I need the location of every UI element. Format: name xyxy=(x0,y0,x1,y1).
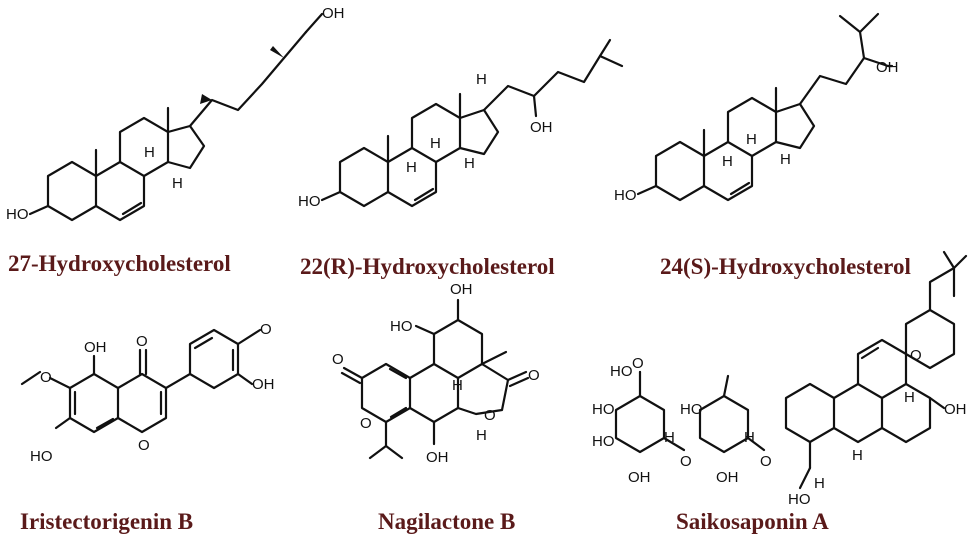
ho-label: HO xyxy=(610,363,633,380)
ho-label: HO xyxy=(592,401,615,418)
structure-24s-hydroxycholesterol: HO OH H H H 24(S)-Hydroxycholesterol xyxy=(614,12,911,279)
h-label: H xyxy=(452,377,463,394)
o-label: O xyxy=(680,453,692,470)
h-label: H xyxy=(904,389,915,406)
molecule-name: 24(S)-Hydroxycholesterol xyxy=(660,254,911,279)
ho-label: HO xyxy=(614,187,637,204)
h-label: H xyxy=(464,155,475,172)
oh-label: OH xyxy=(426,449,449,466)
ho-label: HO xyxy=(592,433,615,450)
o-label: O xyxy=(260,321,272,338)
o-label: O xyxy=(136,333,148,350)
h-label: H xyxy=(852,447,863,464)
molecule-name: 27-Hydroxycholesterol xyxy=(8,251,231,276)
structure-27-hydroxycholesterol: HO OH H H 27-Hydroxycholesterol xyxy=(6,5,345,276)
oh-label: OH xyxy=(876,59,899,76)
h-label: H xyxy=(814,475,825,492)
h-label: H xyxy=(476,427,487,444)
molecule-name: 22(R)-Hydroxycholesterol xyxy=(300,254,555,279)
h-label: H xyxy=(172,175,183,192)
o-label: O xyxy=(760,453,772,470)
h-label: H xyxy=(476,71,487,88)
oh-label: OH xyxy=(944,401,967,418)
ho-label: HO xyxy=(30,448,53,465)
oh-label: OH xyxy=(530,119,553,136)
ho-label: HO xyxy=(298,193,321,210)
o-label: O xyxy=(138,437,150,454)
h-label: H xyxy=(722,153,733,170)
h-label: H xyxy=(406,159,417,176)
h-label: H xyxy=(780,151,791,168)
o-label: O xyxy=(40,369,52,386)
h-label: H xyxy=(744,429,755,446)
oh-label: OH xyxy=(450,281,473,298)
ho-label: HO xyxy=(390,318,413,335)
h-label: H xyxy=(746,131,757,148)
structure-iristectorigenin-b: O OH O OH O HO O Iristectorigenin B xyxy=(20,321,275,534)
o-label: O xyxy=(484,407,496,424)
molecule-name: Nagilactone B xyxy=(378,509,515,534)
h-label: H xyxy=(664,429,675,446)
oh-label: OH xyxy=(252,376,275,393)
structure-nagilactone-b: O O OH HO O O OH H H Nagilactone B xyxy=(332,281,540,534)
ho-label: HO xyxy=(680,401,703,418)
o-label: O xyxy=(632,355,644,372)
h-label: H xyxy=(430,135,441,152)
structure-22r-hydroxycholesterol: HO OH H H H H 22(R)-Hydroxycholesterol xyxy=(298,38,624,279)
oh-label: OH xyxy=(628,469,651,486)
oh-label: OH xyxy=(84,339,107,356)
o-label: O xyxy=(910,347,922,364)
h-label: H xyxy=(144,144,155,161)
ho-label: HO xyxy=(788,491,811,508)
o-label: O xyxy=(332,351,344,368)
molecule-name: Saikosaponin A xyxy=(676,509,829,534)
o-label: O xyxy=(360,415,372,432)
structure-saikosaponin-a: O HO HO OH HO H O HO OH H O OH O HO H H … xyxy=(592,250,968,534)
o-label: O xyxy=(528,367,540,384)
molecule-name: Iristectorigenin B xyxy=(20,509,193,534)
oh-label: OH xyxy=(322,5,345,22)
ho-label: HO xyxy=(6,206,29,223)
oh-label: OH xyxy=(716,469,739,486)
